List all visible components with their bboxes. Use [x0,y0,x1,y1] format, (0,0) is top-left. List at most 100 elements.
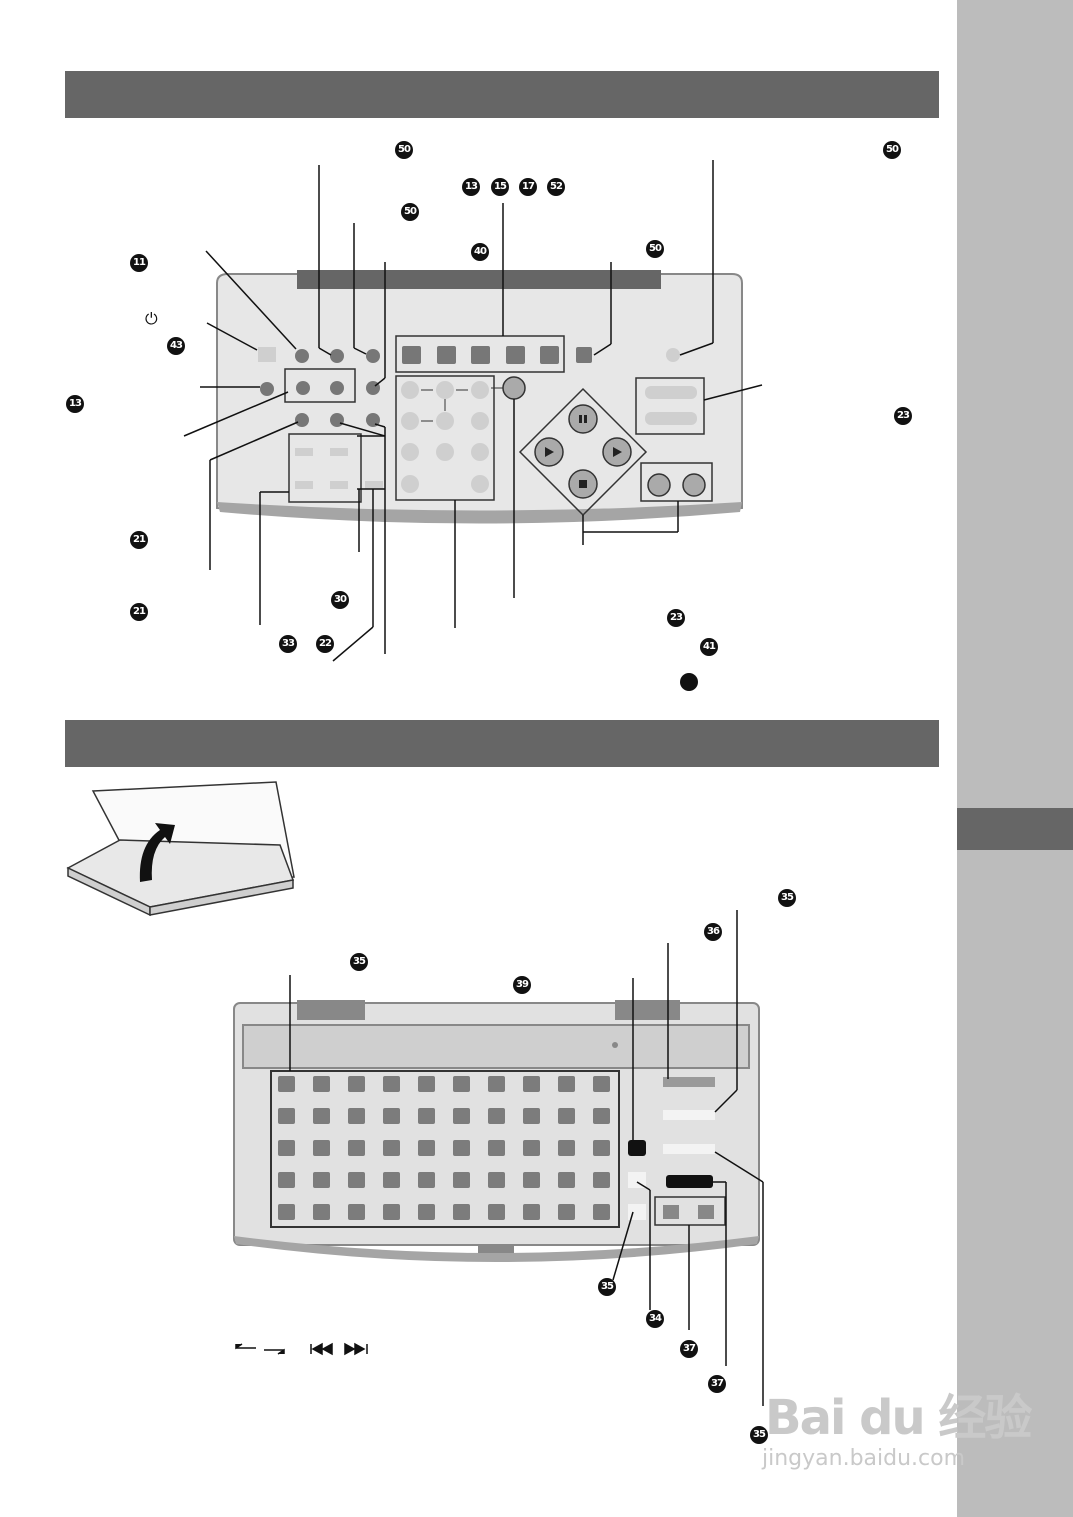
chapter-tab [957,808,1073,850]
character-key [453,1140,470,1156]
callout-marker: 34 [646,1310,664,1328]
leader-lines-bottom [289,910,764,1406]
callout-marker: 50 [401,203,419,221]
rocker-group [635,377,705,435]
callout-marker: 43 [167,337,185,355]
callout-marker: 23 [894,407,912,425]
callout-marker: 21 [130,603,148,621]
callout-marker: 33 [279,635,297,653]
display-strip [242,1024,750,1069]
character-key [348,1172,365,1188]
callout-marker: 23 [667,609,685,627]
callout-marker: 30 [331,591,349,609]
callout-marker: 52 [547,178,565,196]
callout-marker: 40 [471,243,489,261]
power-icon: ⏻ [145,309,158,328]
character-key [278,1076,295,1092]
open-arrow [139,823,175,882]
callout-marker: 50 [395,141,413,159]
callout-marker: 15 [491,178,509,196]
character-key [418,1204,435,1220]
character-key [313,1172,330,1188]
character-key [418,1140,435,1156]
function-button-group [395,335,565,373]
character-key [523,1076,540,1092]
character-key [278,1204,295,1220]
callout-marker: 13 [66,395,84,413]
character-key [418,1076,435,1092]
callout-marker: 21 [130,531,148,549]
leader-lines-top [183,160,763,662]
character-key [383,1204,400,1220]
character-key [278,1140,295,1156]
button-circle [295,413,309,427]
character-key [593,1140,610,1156]
callout-marker: 35 [750,1426,768,1444]
function-key [471,346,490,364]
character-key [593,1172,610,1188]
character-key-group [270,1070,620,1228]
character-key [488,1172,505,1188]
character-key [313,1076,330,1092]
long-key [663,1077,715,1087]
character-key [523,1108,540,1124]
character-key [488,1140,505,1156]
character-key [453,1204,470,1220]
long-key [663,1144,715,1154]
character-key [418,1108,435,1124]
watermark-logo: Bai du 经验 [765,1390,1032,1446]
small-key [330,481,348,489]
watermark-url: jingyan.baidu.com [762,1446,966,1471]
character-key [313,1108,330,1124]
character-keys [278,1076,610,1220]
character-key [313,1140,330,1156]
callout-marker: 17 [519,178,537,196]
callout-marker: 37 [680,1340,698,1358]
callout-marker: 35 [778,889,796,907]
pause-button [568,404,598,434]
callout-marker: 35 [350,953,368,971]
character-key [453,1172,470,1188]
character-key [558,1172,575,1188]
callout-marker: 13 [462,178,480,196]
skip-button-group [640,462,713,502]
character-key [278,1108,295,1124]
character-key [558,1204,575,1220]
footnote-arrows [235,1342,368,1356]
display-window [297,270,661,289]
skip-forward-button [682,473,706,497]
section-header-front-panel [65,71,939,118]
small-key-group [288,433,362,503]
small-key [330,448,348,456]
character-key [593,1076,610,1092]
long-key [663,1110,715,1120]
hinge-left [297,1000,365,1020]
callout-marker: 36 [704,923,722,941]
small-key [295,448,313,456]
character-key [383,1108,400,1124]
character-key [558,1108,575,1124]
callout-marker: 22 [316,635,334,653]
function-key [437,346,456,364]
power-key [258,347,276,362]
callout-marker: 37 [708,1375,726,1393]
character-key [593,1204,610,1220]
callout-marker: 11 [130,254,148,272]
panel-base [217,502,742,524]
character-key [348,1204,365,1220]
section-header-keyboard [65,720,939,767]
function-key [506,346,525,364]
button-circle [366,413,380,427]
hinge-right [615,1000,680,1020]
button-circle [295,349,309,363]
button-circle [330,381,344,395]
button-circle [296,381,310,395]
callout-marker: 50 [646,240,664,258]
character-key [418,1172,435,1188]
button-group [284,368,356,403]
character-key [558,1076,575,1092]
character-key [523,1204,540,1220]
function-key [402,346,421,364]
